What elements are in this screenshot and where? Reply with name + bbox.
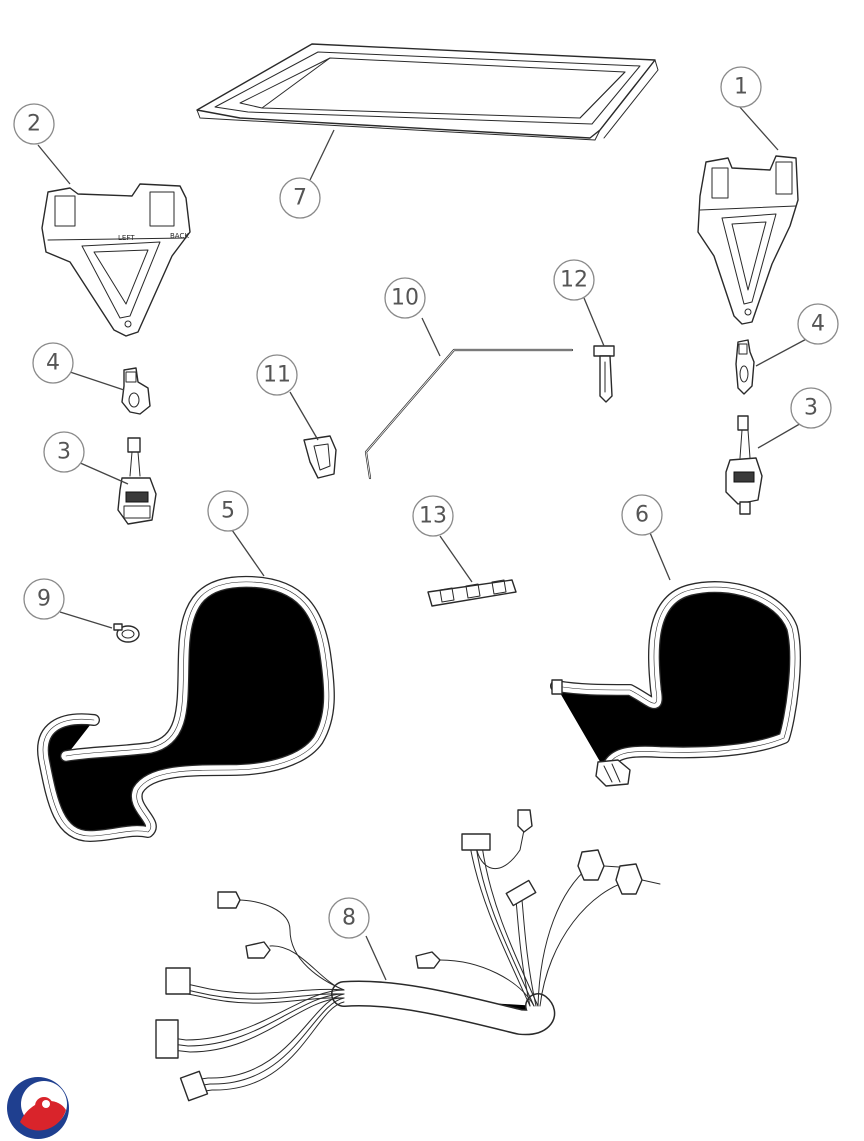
callout-6-label: 6 [635,503,649,528]
bracket-back-marking: BACK [170,232,189,240]
part-11-clip [303,435,337,479]
part-4-right-latch [735,339,755,395]
callout-13: 13 [412,495,454,537]
part-12-pin [593,345,615,403]
part-2-left-bracket: LEFT BACK [41,183,191,337]
part-4-left-latch [121,367,151,415]
callout-11: 11 [256,354,298,396]
bracket-left-marking: LEFT [118,234,135,242]
part-8-wire-harness [155,809,661,1102]
callouts: 1 2 3 3 4 4 5 6 7 8 9 10 11 12 13 [13,66,839,939]
callout-6: 6 [621,494,663,536]
callout-8: 8 [328,897,370,939]
callout-4-right: 4 [797,303,839,345]
callout-10-label: 10 [391,286,419,311]
callout-8-label: 8 [342,906,356,931]
part-13-connector-strip [427,579,517,607]
callout-3-right: 3 [790,387,832,429]
part-3-left-valve [117,437,157,525]
leader-lines [37,104,813,981]
callout-4-left-label: 4 [46,351,60,376]
callout-12-label: 12 [560,268,588,293]
callout-12: 12 [553,259,595,301]
callout-2: 2 [13,103,55,145]
callout-3-left: 3 [43,431,85,473]
part-7-frame-tray [196,43,659,141]
callout-4-left: 4 [32,342,74,384]
callout-3-right-label: 3 [804,396,818,421]
callout-4-right-label: 4 [811,312,825,337]
part-10-rod [364,348,574,480]
part-3-right-valve [725,415,763,515]
callout-10: 10 [384,277,426,319]
callout-5: 5 [207,490,249,532]
callout-7-label: 7 [293,186,307,211]
callout-11-label: 11 [263,363,291,388]
callout-9: 9 [23,578,65,620]
callout-2-label: 2 [27,112,41,137]
callout-3-left-label: 3 [57,440,71,465]
callout-1: 1 [720,66,762,108]
callout-1-label: 1 [734,75,748,100]
callout-13-label: 13 [419,504,447,529]
part-9-clamp [113,623,140,643]
part-6-hose [552,587,795,787]
callout-5-label: 5 [221,499,235,524]
callout-9-label: 9 [37,587,51,612]
callout-7: 7 [279,177,321,219]
part-1-right-bracket [697,155,799,325]
brand-logo [7,1077,69,1139]
part-5-hose [43,582,329,836]
